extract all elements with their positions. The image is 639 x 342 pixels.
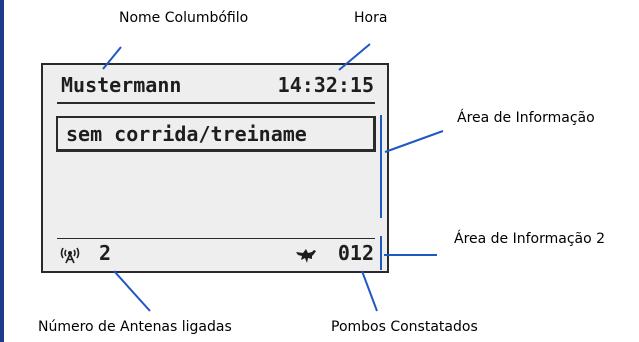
pigeon-icon xyxy=(296,249,316,263)
display-time: 14:32:15 xyxy=(277,73,374,97)
callout-line-nome xyxy=(102,46,122,70)
header-divider xyxy=(57,102,375,104)
display-name: Mustermann xyxy=(61,73,182,97)
antenna-count: 2 xyxy=(99,241,112,265)
info-text: sem corrida/treiname xyxy=(66,122,307,146)
label-pombos-constatados: Pombos Constatados xyxy=(331,319,478,335)
label-area-informacao-2: Área de Informação 2 xyxy=(454,231,606,247)
callout-line-pombos xyxy=(361,270,378,312)
label-nome-columbofilo: Nome Columbófilo xyxy=(119,10,249,26)
label-hora: Hora xyxy=(354,10,388,26)
page-left-border xyxy=(0,0,4,342)
pigeon-count: 012 xyxy=(337,241,374,265)
footer-divider xyxy=(57,238,375,239)
label-numero-antenas: Número de Antenas ligadas xyxy=(38,319,232,335)
info-box: sem corrida/treiname xyxy=(56,116,376,152)
callout-line-antenas xyxy=(113,270,151,312)
callout-line-area-info xyxy=(384,130,444,153)
label-area-informacao: Área de Informação xyxy=(457,110,595,126)
antenna-icon xyxy=(60,247,80,264)
callout-line-hora xyxy=(338,43,371,71)
lcd-display: Mustermann 14:32:15 sem corrida/treiname… xyxy=(41,63,389,273)
